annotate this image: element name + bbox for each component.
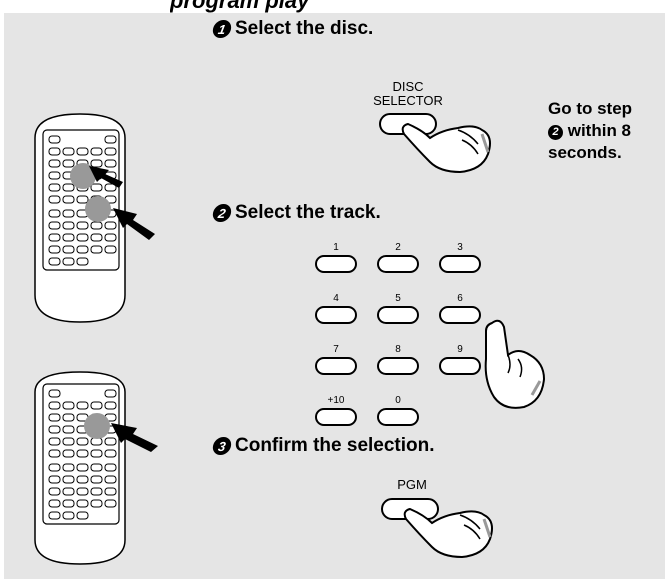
page-title: program play — [170, 0, 310, 13]
disc-selector-button-illustration — [379, 113, 491, 174]
step-3-heading: 3 Confirm the selection. — [211, 435, 435, 457]
key-label-2: 2 — [395, 242, 401, 253]
disc-selector-label: DISC SELECTOR — [373, 79, 443, 108]
key-label-4: 4 — [333, 293, 339, 304]
key-label-plus10: +10 — [327, 395, 345, 406]
step-number-badge: 3 — [211, 437, 233, 455]
numeric-keypad-illustration — [315, 255, 481, 426]
step-text: Select the disc. — [235, 18, 374, 39]
remote-control-illustration-1 — [34, 113, 155, 323]
key-label-1: 1 — [333, 242, 339, 253]
remote-control-illustration-2 — [34, 371, 158, 565]
step-number-badge: 1 — [211, 20, 233, 38]
key-label-0: 0 — [395, 395, 401, 406]
key-label-7: 7 — [333, 344, 339, 355]
step-1-heading: 1 Select the disc. — [211, 18, 374, 40]
key-label-3: 3 — [457, 242, 463, 253]
key-label-6: 6 — [457, 293, 463, 304]
pgm-button-illustration — [381, 498, 493, 559]
pointing-hand-icon — [484, 319, 546, 409]
note-line-1: Go to step — [548, 99, 633, 118]
key-label-9: 9 — [457, 344, 463, 355]
step-text: Select the track. — [235, 202, 381, 223]
key-label-8: 8 — [395, 344, 401, 355]
step-number-badge: 2 — [211, 204, 233, 222]
timing-note: Go to step 2 within 8 seconds. — [548, 98, 663, 164]
note-line-2: within 8 — [567, 121, 632, 140]
step-number-badge: 2 — [548, 124, 563, 140]
step-2-heading: 2 Select the track. — [211, 202, 381, 224]
note-line-3: seconds. — [548, 143, 622, 162]
pgm-label: PGM — [397, 477, 427, 492]
step-text: Confirm the selection. — [235, 435, 435, 456]
key-label-5: 5 — [395, 293, 401, 304]
